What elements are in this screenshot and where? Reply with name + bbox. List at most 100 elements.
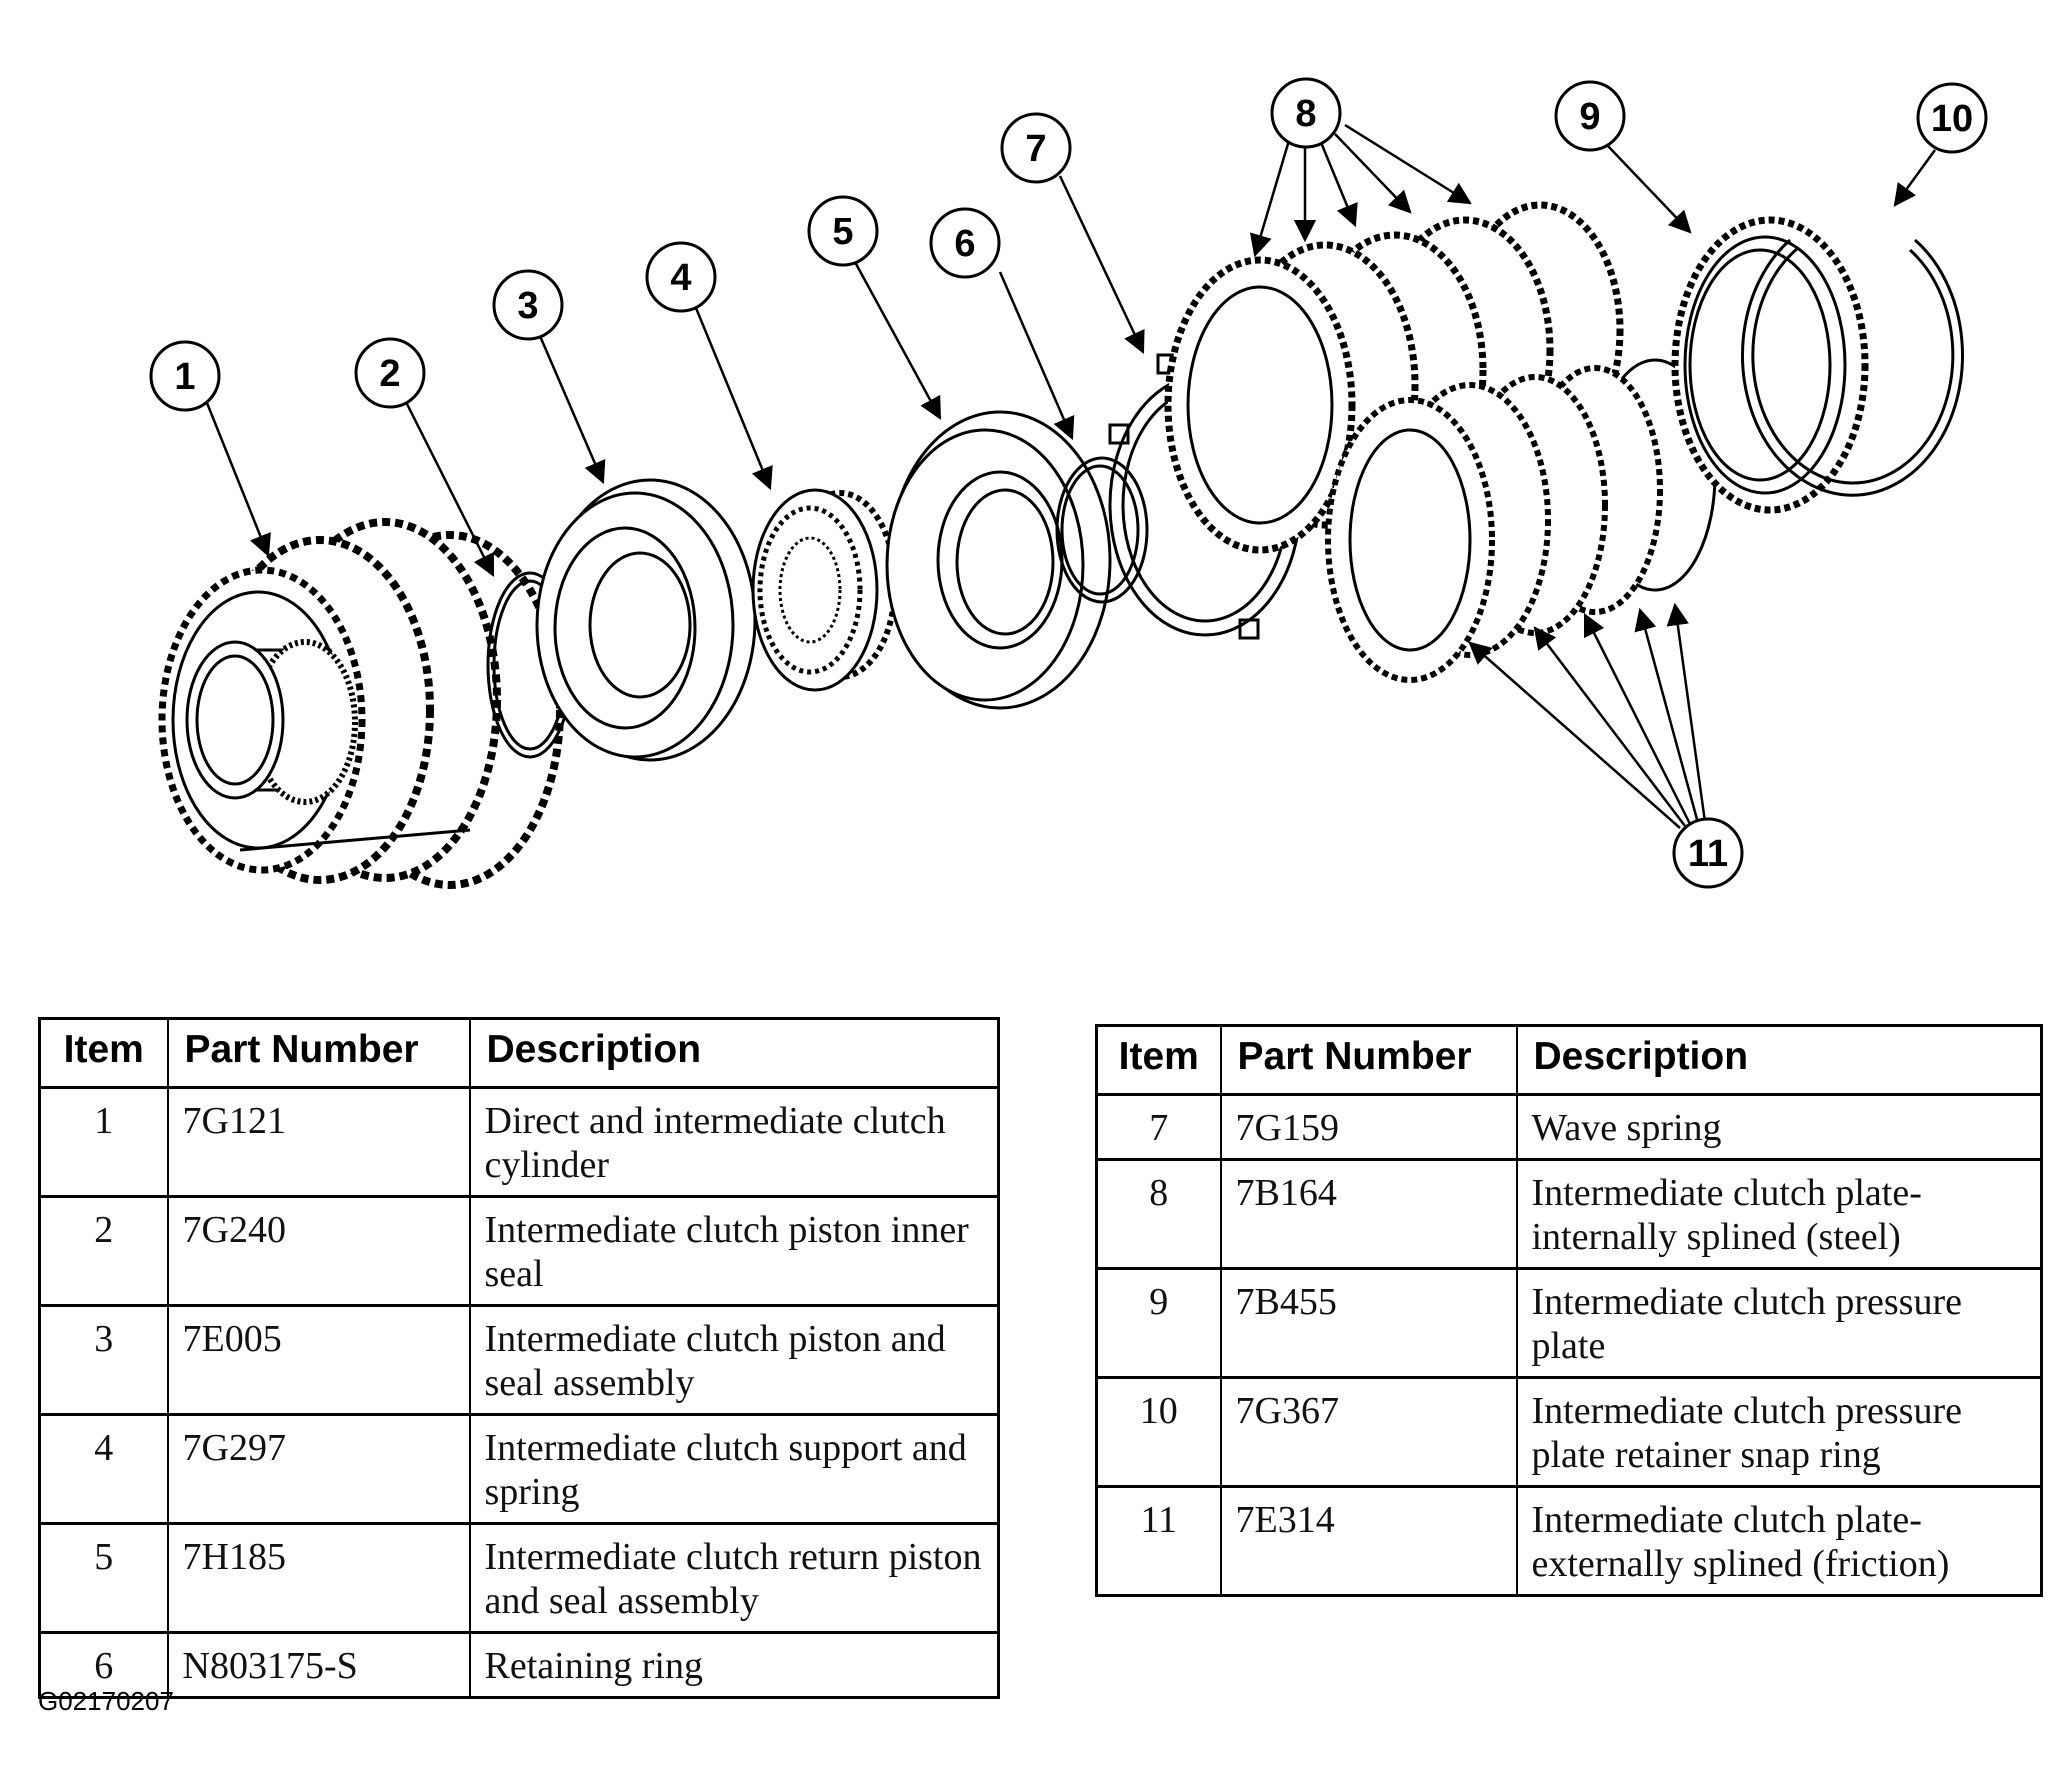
item-number: 10	[1095, 1376, 1222, 1488]
part-4-support-spring	[751, 488, 898, 692]
exploded-view-diagram: 1 2 3 4 5 6 7 8 9 10 11	[149, 77, 1988, 889]
leader-2	[403, 399, 495, 578]
item-number: 8	[1095, 1158, 1222, 1270]
part-number: 7B164	[1219, 1158, 1518, 1270]
table-header-row: Item Part Number Description	[1095, 1024, 2043, 1096]
part-description: Intermediate clutch return piston and se…	[468, 1522, 1000, 1634]
svg-text:3: 3	[517, 285, 538, 327]
part-number: 7G297	[166, 1413, 471, 1525]
part-11-friction-plates	[1325, 358, 1717, 683]
header-item: Item	[38, 1017, 169, 1089]
part-description: Intermediate clutch plate-internally spl…	[1515, 1158, 2043, 1270]
part-10-snap-ring	[1741, 238, 1964, 497]
leader-5	[853, 261, 942, 420]
callout-6: 6	[929, 207, 1001, 279]
part-5-return-piston	[885, 410, 1112, 710]
leader-11c	[1583, 612, 1692, 825]
table-row: 6 N803175-S Retaining ring	[38, 1631, 1000, 1699]
leader-8c	[1318, 139, 1358, 228]
part-3-piston-assembly	[535, 478, 757, 762]
svg-text:2: 2	[379, 353, 400, 395]
item-number: 7	[1095, 1093, 1222, 1161]
item-number: 6	[38, 1631, 169, 1699]
leader-8d	[1334, 133, 1412, 214]
callout-7: 7	[1000, 112, 1072, 184]
table-row: 4 7G297 Intermediate clutch support and …	[38, 1413, 1000, 1525]
table-row: 10 7G367 Intermediate clutch pressure pl…	[1095, 1376, 2043, 1488]
item-number: 5	[38, 1522, 169, 1634]
part-description: Wave spring	[1515, 1093, 2043, 1161]
leader-7	[1058, 175, 1145, 355]
header-description: Description	[468, 1017, 1000, 1089]
table-row: 3 7E005 Intermediate clutch piston and s…	[38, 1304, 1000, 1416]
part-1-clutch-cylinder	[158, 518, 564, 889]
leader-10	[1893, 149, 1937, 207]
part-description: Direct and intermediate clutch cylinder	[468, 1086, 1000, 1198]
part-number: 7G121	[166, 1086, 471, 1198]
callout-1: 1	[149, 340, 221, 412]
callout-9: 9	[1554, 80, 1626, 152]
svg-text:7: 7	[1025, 128, 1046, 170]
item-number: 3	[38, 1304, 169, 1416]
part-description: Intermediate clutch pressure plate	[1515, 1267, 2043, 1379]
item-number: 1	[38, 1086, 169, 1198]
part-description: Intermediate clutch pressure plate retai…	[1515, 1376, 2043, 1488]
table-row: 1 7G121 Direct and intermediate clutch c…	[38, 1086, 1000, 1198]
parts-table-left: Item Part Number Description 1 7G121 Dir…	[38, 1017, 1000, 1699]
svg-text:4: 4	[670, 257, 691, 299]
table-row: 9 7B455 Intermediate clutch pressure pla…	[1095, 1267, 2043, 1379]
header-part-number: Part Number	[1219, 1024, 1518, 1096]
leader-6	[998, 271, 1075, 441]
leader-11d	[1634, 607, 1700, 824]
leader-11e	[1666, 602, 1707, 823]
leader-11b	[1533, 626, 1686, 827]
callout-11: 11	[1672, 817, 1744, 889]
leader-8e	[1344, 123, 1472, 205]
part-number: 7G367	[1219, 1376, 1518, 1488]
part-6-retaining-ring	[1055, 456, 1149, 604]
svg-text:9: 9	[1579, 96, 1600, 138]
table-row: 5 7H185 Intermediate clutch return pisto…	[38, 1522, 1000, 1634]
part-description: Intermediate clutch plate-externally spl…	[1515, 1485, 2043, 1597]
leader-1	[203, 397, 271, 558]
svg-text:11: 11	[1688, 833, 1728, 875]
header-description: Description	[1515, 1024, 2043, 1096]
part-number: 7H185	[166, 1522, 471, 1634]
part-number: 7B455	[1219, 1267, 1518, 1379]
part-number: 7G159	[1219, 1093, 1518, 1161]
part-9-pressure-plate	[1671, 216, 1869, 514]
part-number: 7E005	[166, 1304, 471, 1416]
table-row: 2 7G240 Intermediate clutch piston inner…	[38, 1195, 1000, 1307]
item-number: 9	[1095, 1267, 1222, 1379]
figure-code: G02170207	[38, 1686, 174, 1716]
callout-5: 5	[807, 195, 879, 267]
svg-text:6: 6	[954, 223, 975, 265]
part-description: Retaining ring	[468, 1631, 1000, 1699]
parts-table-right: Item Part Number Description 7 7G159 Wav…	[1095, 1024, 2043, 1597]
table-row: 11 7E314 Intermediate clutch plate-exter…	[1095, 1485, 2043, 1597]
leader-11a	[1468, 641, 1681, 829]
callout-8: 8	[1270, 77, 1342, 149]
leader-8a	[1249, 136, 1292, 258]
callout-2: 2	[354, 337, 426, 409]
leader-lines	[203, 123, 1937, 829]
part-description: Intermediate clutch piston and seal asse…	[468, 1304, 1000, 1416]
leader-3	[538, 335, 606, 485]
svg-text:1: 1	[174, 356, 195, 398]
callout-10: 10	[1916, 82, 1988, 154]
svg-text:5: 5	[832, 211, 853, 253]
part-number: 7E314	[1219, 1485, 1518, 1597]
header-part-number: Part Number	[166, 1017, 471, 1089]
part-description: Intermediate clutch support and spring	[468, 1413, 1000, 1525]
leader-4	[694, 307, 773, 491]
table-row: 7 7G159 Wave spring	[1095, 1093, 2043, 1161]
item-number: 2	[38, 1195, 169, 1307]
callout-4: 4	[645, 241, 717, 313]
part-number: N803175-S	[166, 1631, 471, 1699]
item-number: 4	[38, 1413, 169, 1525]
callout-3: 3	[492, 269, 564, 341]
item-number: 11	[1095, 1485, 1222, 1597]
table-header-row: Item Part Number Description	[38, 1017, 1000, 1089]
svg-text:8: 8	[1295, 93, 1316, 135]
header-item: Item	[1095, 1024, 1222, 1096]
